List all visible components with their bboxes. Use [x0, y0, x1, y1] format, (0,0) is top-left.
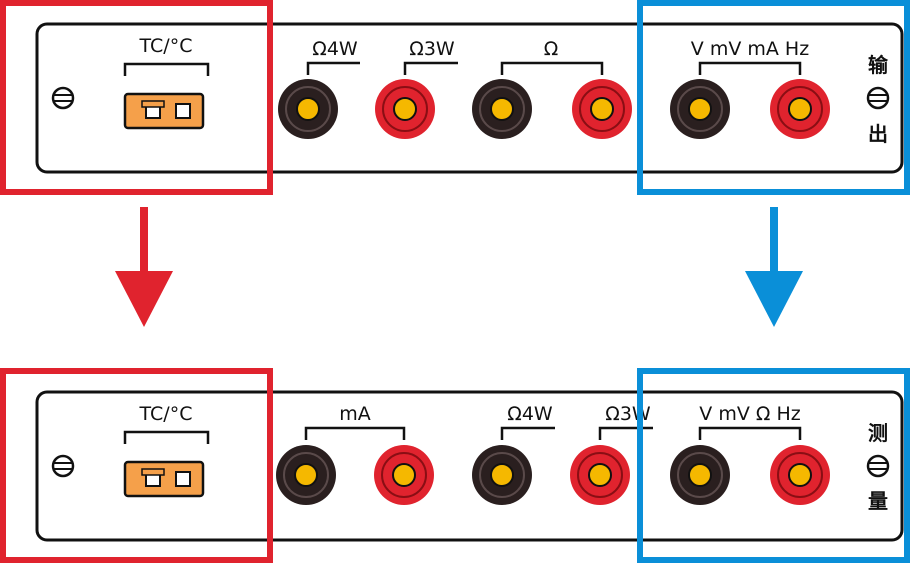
measure-bracket-2 [500, 426, 555, 440]
measure-bracket-4 [698, 426, 802, 440]
measure-bracket-3 [598, 426, 653, 440]
output-tc-bracket [123, 62, 210, 76]
measure-jack-black-1[interactable] [276, 445, 336, 505]
measure-right-highlight-box [637, 368, 910, 563]
measure-jack-red-3[interactable] [770, 445, 830, 505]
output-group-label-4: V mV mA Hz [691, 38, 809, 60]
measure-group-label-4: V mV Ω Hz [699, 403, 800, 425]
output-side-label-bottom: 出 [868, 122, 888, 146]
measure-side-label-bottom: 量 [868, 489, 888, 513]
output-right-highlight-box [637, 0, 910, 195]
output-jack-black-2[interactable] [472, 79, 532, 139]
measure-group-label-3: Ω3W [605, 403, 651, 425]
screw-icon [51, 454, 75, 478]
output-jack-black-1[interactable] [278, 79, 338, 139]
measure-left-highlight-box [0, 368, 273, 563]
output-jack-black-3[interactable] [670, 79, 730, 139]
measure-tc-bracket [123, 430, 210, 444]
output-tc-label: TC/°C [139, 35, 193, 57]
red-down-arrow-icon [115, 207, 173, 327]
screw-icon [866, 454, 890, 478]
output-group-label-3: Ω [544, 38, 559, 60]
output-group-label-2: Ω3W [409, 38, 455, 60]
output-group-label-1: Ω4W [312, 38, 358, 60]
output-jack-red-3[interactable] [770, 79, 830, 139]
thermocouple-connector[interactable] [123, 92, 205, 130]
output-jack-red-1[interactable] [375, 79, 435, 139]
thermocouple-connector[interactable] [123, 460, 205, 498]
output-bracket-2 [403, 61, 458, 75]
measure-panel: TC/°C mA Ω4W Ω3W V mV Ω Hz [35, 390, 904, 542]
measure-jack-black-3[interactable] [670, 445, 730, 505]
measure-bracket-1 [304, 426, 406, 440]
output-panel: TC/°C Ω4W Ω3W Ω V mV mA Hz [35, 22, 904, 174]
output-side-label-top: 输 [868, 53, 889, 77]
screw-icon [866, 86, 890, 110]
measure-jack-red-2[interactable] [570, 445, 630, 505]
measure-jack-black-2[interactable] [472, 445, 532, 505]
output-bracket-1 [306, 61, 360, 75]
measure-group-label-1: mA [339, 403, 371, 425]
blue-down-arrow-icon [745, 207, 803, 327]
output-bracket-3 [500, 61, 604, 75]
screw-icon [51, 86, 75, 110]
measure-panel-frame [35, 390, 904, 542]
output-bracket-4 [698, 61, 802, 75]
measure-tc-label: TC/°C [139, 403, 193, 425]
measure-jack-red-1[interactable] [374, 445, 434, 505]
output-jack-red-2[interactable] [572, 79, 632, 139]
output-left-highlight-box [0, 0, 273, 195]
measure-side-label-top: 测 [868, 421, 888, 445]
measure-group-label-2: Ω4W [507, 403, 553, 425]
